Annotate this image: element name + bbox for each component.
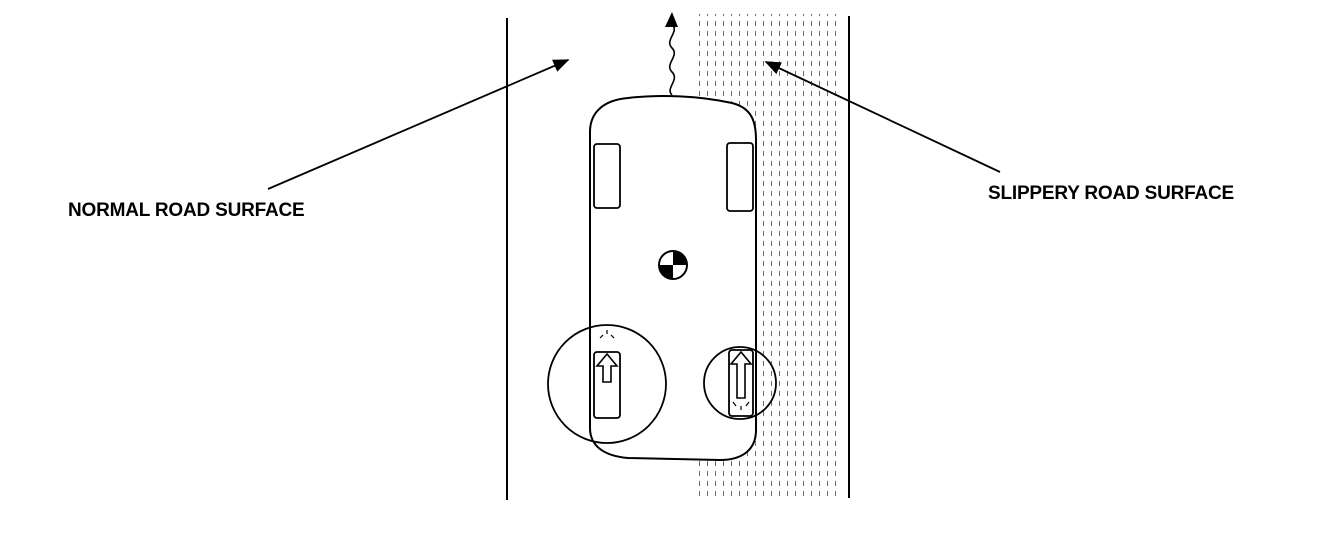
- center-of-gravity-icon: [658, 250, 688, 280]
- rear-left-wheel: [593, 351, 621, 419]
- normal-surface-leader: [267, 59, 570, 190]
- normal-road-surface-label: NORMAL ROAD SURFACE: [68, 200, 305, 221]
- front-right-wheel: [726, 142, 754, 212]
- front-left-wheel: [593, 143, 621, 209]
- travel-direction-arrow: [668, 23, 676, 96]
- travel-direction-arrowhead: [665, 12, 678, 27]
- rear-right-wheel-highlight: [703, 346, 777, 420]
- rear-left-wheel-highlight: [547, 324, 667, 444]
- wheel-spin-marks: [599, 330, 750, 410]
- rear-left-drive-arrow: [595, 352, 619, 383]
- slippery-surface-leader: [764, 61, 1001, 173]
- rear-right-drive-arrow: [729, 350, 753, 399]
- slippery-road-surface-label: SLIPPERY ROAD SURFACE: [988, 183, 1235, 204]
